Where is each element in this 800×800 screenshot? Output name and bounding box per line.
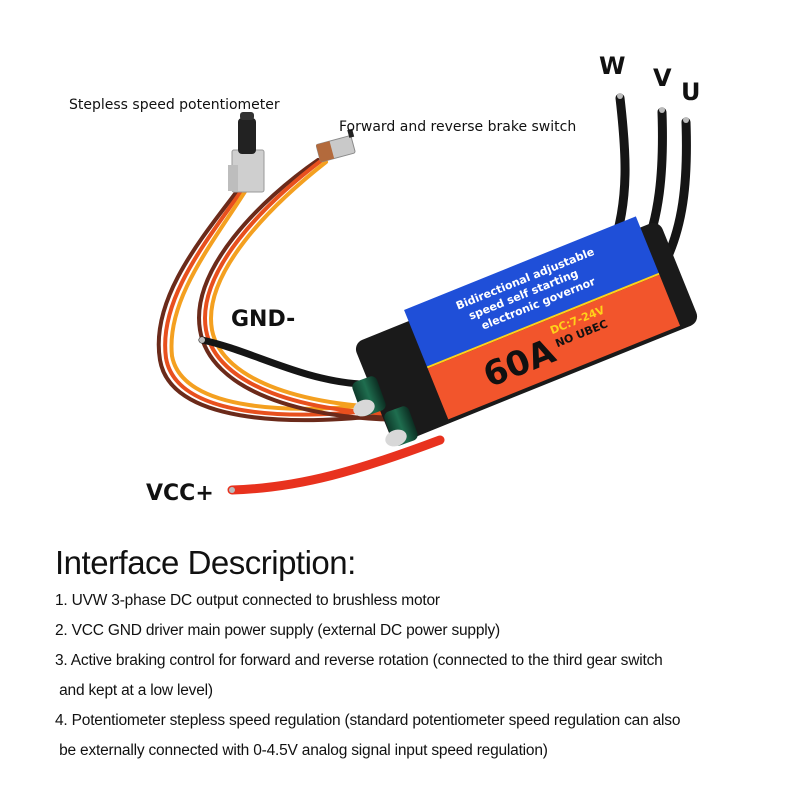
capacitors — [352, 376, 418, 447]
label-phase-w: W — [599, 52, 626, 80]
label-phase-v: V — [653, 64, 672, 92]
description-item: 1. UVW 3-phase DC output connected to br… — [55, 592, 440, 609]
description-item: 2. VCC GND driver main power supply (ext… — [55, 622, 501, 639]
label-potentiometer: Stepless speed potentiometer — [69, 97, 280, 113]
potentiometer — [228, 112, 265, 193]
label-brake-switch: Forward and reverse brake switch — [339, 119, 577, 135]
description-item: 3. Active braking control for forward an… — [55, 652, 663, 669]
label-gnd: GND- — [231, 307, 296, 332]
description-item: 4. Potentiometer stepless speed regulati… — [55, 712, 681, 729]
description-item: and kept at a low level) — [55, 682, 213, 699]
description-item: be externally connected with 0-4.5V anal… — [55, 742, 548, 759]
potentiometer-wires — [156, 188, 412, 423]
label-phase-u: U — [681, 78, 701, 106]
gnd-wire — [198, 336, 364, 388]
vcc-wire — [227, 435, 445, 495]
description-title: Interface Description: — [55, 544, 356, 581]
brake-switch — [315, 128, 356, 163]
esc-product-illustration: Bidirectional adjustable speed self star… — [156, 93, 698, 495]
esc-body — [355, 216, 698, 443]
label-vcc: VCC+ — [146, 481, 214, 506]
switch-wires — [197, 158, 412, 422]
